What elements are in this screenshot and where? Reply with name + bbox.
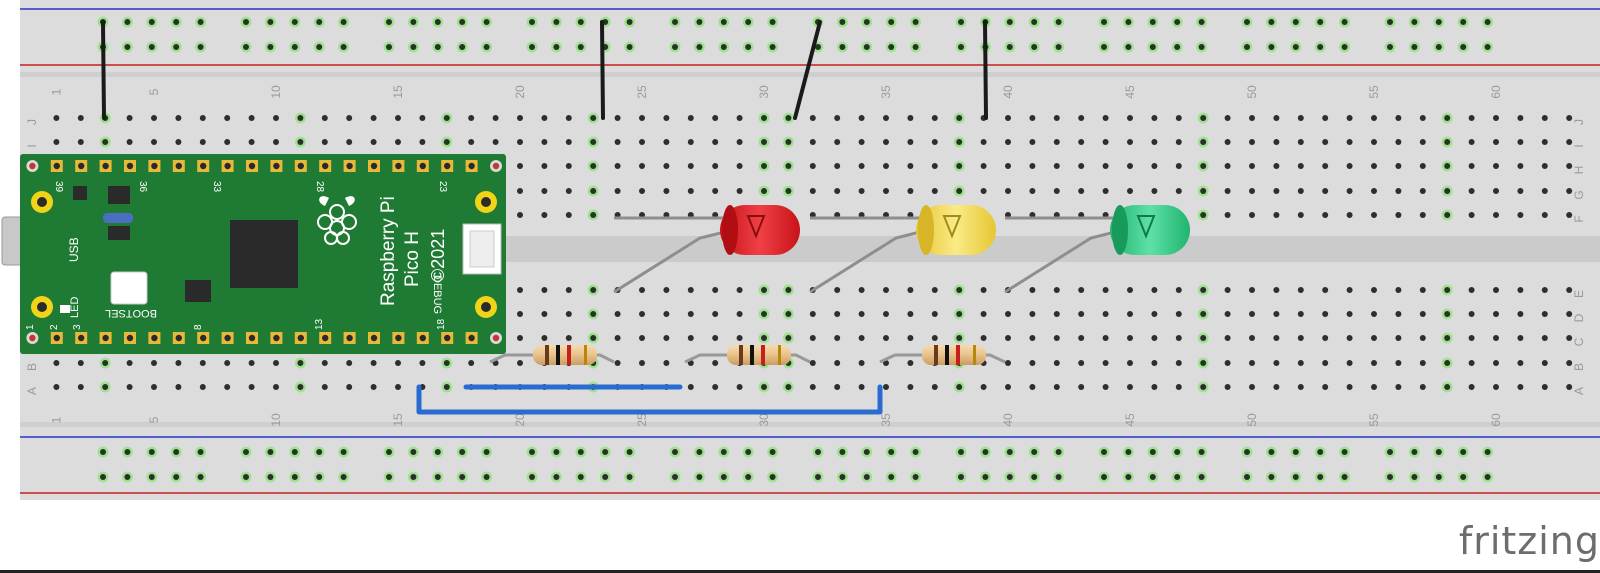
svg-text:10: 10 <box>269 413 283 427</box>
svg-text:30: 30 <box>757 85 771 99</box>
svg-text:E: E <box>1572 290 1586 298</box>
svg-text:25: 25 <box>635 85 649 99</box>
svg-text:10: 10 <box>269 85 283 99</box>
window-bottom-edge <box>0 570 1600 573</box>
svg-text:36: 36 <box>137 181 148 193</box>
svg-text:23: 23 <box>437 181 448 193</box>
red-led[interactable] <box>613 205 800 294</box>
pico-pads <box>26 160 502 344</box>
fritzing-logo: fritzing <box>1458 519 1600 563</box>
svg-text:45: 45 <box>1123 413 1137 427</box>
svg-text:J: J <box>25 119 39 125</box>
resistor[interactable] <box>879 345 1006 365</box>
pico-component <box>73 186 87 200</box>
svg-text:G: G <box>1572 190 1586 199</box>
pico-bootsel-button[interactable] <box>110 271 148 305</box>
pico-crystal <box>103 213 133 223</box>
svg-text:60: 60 <box>1489 413 1503 427</box>
svg-text:D: D <box>1572 313 1586 322</box>
pico-chip <box>230 220 298 288</box>
svg-text:5: 5 <box>147 88 161 95</box>
pico-component <box>108 186 130 204</box>
pico-year-text: ©2021 <box>428 229 448 282</box>
pico-model-text: Pico H <box>402 231 423 287</box>
svg-text:33: 33 <box>211 181 222 193</box>
svg-text:40: 40 <box>1001 413 1015 427</box>
pico-usb-label: USB <box>67 237 81 262</box>
svg-text:60: 60 <box>1489 85 1503 99</box>
resistors <box>489 345 1006 365</box>
svg-text:5: 5 <box>147 416 161 423</box>
svg-text:30: 30 <box>757 413 771 427</box>
svg-text:55: 55 <box>1367 85 1381 99</box>
svg-text:39: 39 <box>53 181 64 193</box>
yellow-led[interactable] <box>809 205 996 294</box>
black-jumper-wire[interactable] <box>600 20 605 120</box>
svg-text:3: 3 <box>72 324 83 330</box>
resistor[interactable] <box>489 345 615 365</box>
black-jumper-wire[interactable] <box>983 20 988 120</box>
svg-text:A: A <box>1572 387 1586 395</box>
resistor[interactable] <box>684 345 811 365</box>
svg-text:B: B <box>25 363 39 371</box>
svg-text:35: 35 <box>879 413 893 427</box>
svg-text:18: 18 <box>436 318 447 330</box>
svg-text:1: 1 <box>49 416 63 423</box>
svg-text:I: I <box>25 144 39 147</box>
svg-text:35: 35 <box>879 85 893 99</box>
pico-flash-chip <box>185 280 211 302</box>
pico-brand-text: Raspberry Pi <box>378 196 399 306</box>
svg-text:50: 50 <box>1245 413 1259 427</box>
svg-text:C: C <box>1572 337 1586 346</box>
jumper-wires <box>101 20 988 415</box>
top-rail-divider <box>20 72 1600 77</box>
svg-text:2: 2 <box>49 324 60 330</box>
green-led[interactable] <box>1004 205 1190 294</box>
svg-text:50: 50 <box>1245 85 1259 99</box>
pico-board: Raspberry Pi Pico H ©2021 USB LED BOOTSE… <box>1 154 506 354</box>
svg-text:8: 8 <box>193 324 204 330</box>
svg-text:40: 40 <box>1001 85 1015 99</box>
pico-bootsel-label: BOOTSEL <box>105 307 157 319</box>
svg-text:1: 1 <box>49 88 63 95</box>
black-jumper-wire[interactable] <box>101 20 106 120</box>
leds <box>613 205 1190 294</box>
svg-text:13: 13 <box>314 318 325 330</box>
svg-text:45: 45 <box>1123 85 1137 99</box>
svg-text:20: 20 <box>513 413 527 427</box>
raspberry-logo-icon <box>317 196 357 245</box>
svg-text:25: 25 <box>635 413 649 427</box>
svg-text:J: J <box>1572 119 1586 125</box>
pico-led <box>60 305 70 313</box>
blue-jumper-wire[interactable] <box>416 384 883 415</box>
svg-text:15: 15 <box>391 413 405 427</box>
svg-text:I: I <box>1572 144 1586 147</box>
board-labels: 1155101015152020252530303535404045455050… <box>25 85 1586 427</box>
pico-led-label: LED <box>69 297 81 318</box>
svg-text:A: A <box>25 387 39 395</box>
svg-text:55: 55 <box>1367 413 1381 427</box>
svg-text:15: 15 <box>391 85 405 99</box>
svg-text:H: H <box>1572 166 1586 175</box>
svg-text:F: F <box>1572 215 1586 222</box>
black-jumper-wire[interactable] <box>793 20 822 120</box>
svg-text:B: B <box>1572 363 1586 371</box>
pico-component <box>108 226 130 240</box>
pico-debug-label: DEBUG <box>431 275 443 314</box>
svg-text:1: 1 <box>25 324 36 330</box>
bottom-rail-divider <box>20 422 1600 427</box>
svg-text:28: 28 <box>314 181 325 193</box>
svg-text:20: 20 <box>513 85 527 99</box>
